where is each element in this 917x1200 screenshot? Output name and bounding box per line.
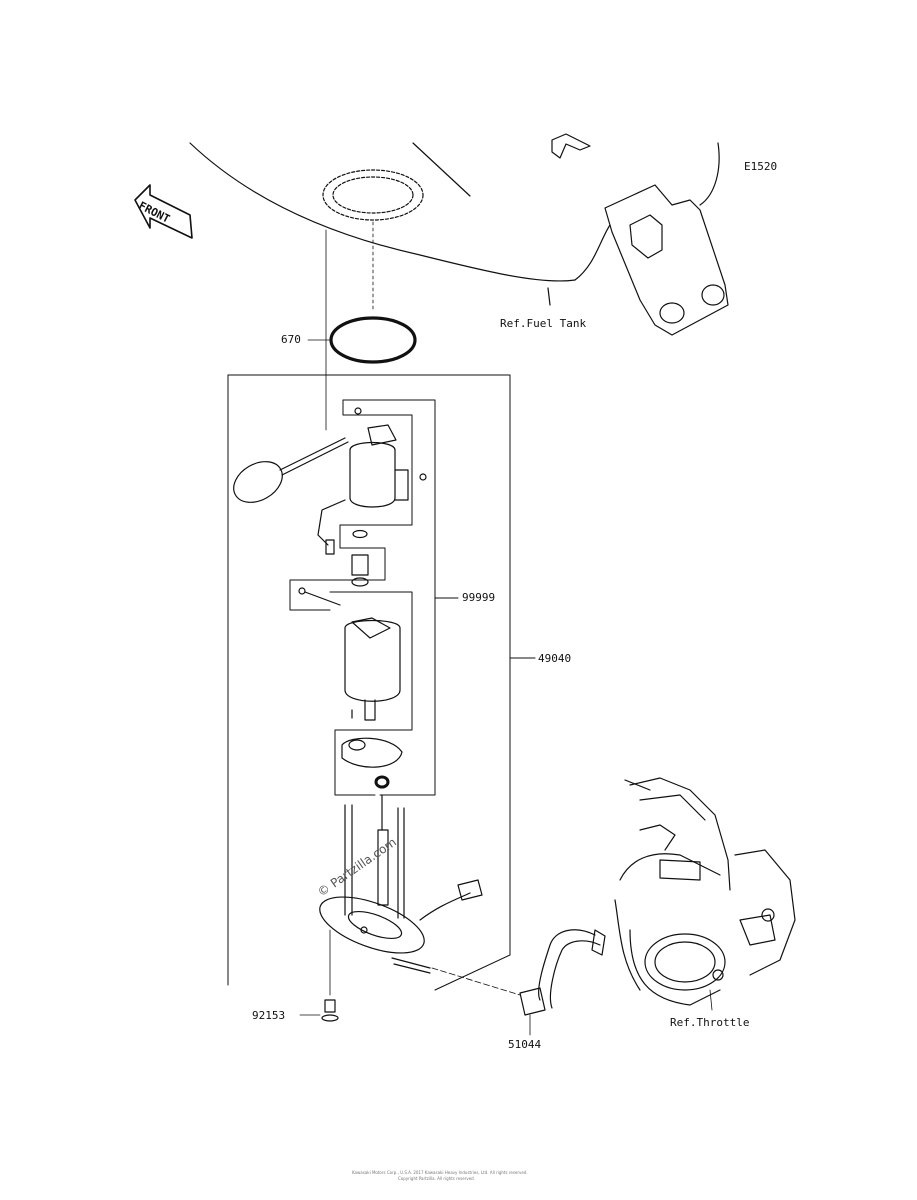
callout-99999: 99999: [462, 591, 496, 604]
callout-49040: 49040: [538, 652, 572, 665]
bolt-92153: [299, 929, 339, 1022]
front-arrow-icon: [134, 184, 193, 239]
sub-bracket-99999: [289, 399, 459, 796]
hose-51044: [519, 929, 606, 1036]
pump-base-flange: [319, 794, 483, 974]
pump-filter: [341, 737, 403, 768]
fuel-pump-upper: [233, 407, 427, 555]
footer-line-1: Kawasaki Motors Corp., U.S.A. 2017 Kawas…: [352, 1170, 528, 1175]
throttle-body: [614, 777, 796, 1011]
callout-92153: 92153: [252, 1009, 286, 1022]
diagram-code: E1520: [744, 160, 778, 173]
tank-gasket-dashed: [322, 169, 424, 221]
o-ring-670: [329, 316, 417, 364]
assembly-bracket-49040: [227, 374, 536, 991]
fuel-tank-outline: [189, 133, 729, 336]
ref-fuel-tank-label: Ref.Fuel Tank: [500, 317, 587, 330]
footer-line-2: Copyright Partzilla. All rights reserved…: [398, 1176, 475, 1181]
callout-51044: 51044: [508, 1038, 542, 1051]
ref-throttle-label: Ref.Throttle: [670, 1016, 750, 1029]
fuel-pump-lower: [344, 617, 401, 721]
callout-670: 670: [281, 333, 301, 346]
